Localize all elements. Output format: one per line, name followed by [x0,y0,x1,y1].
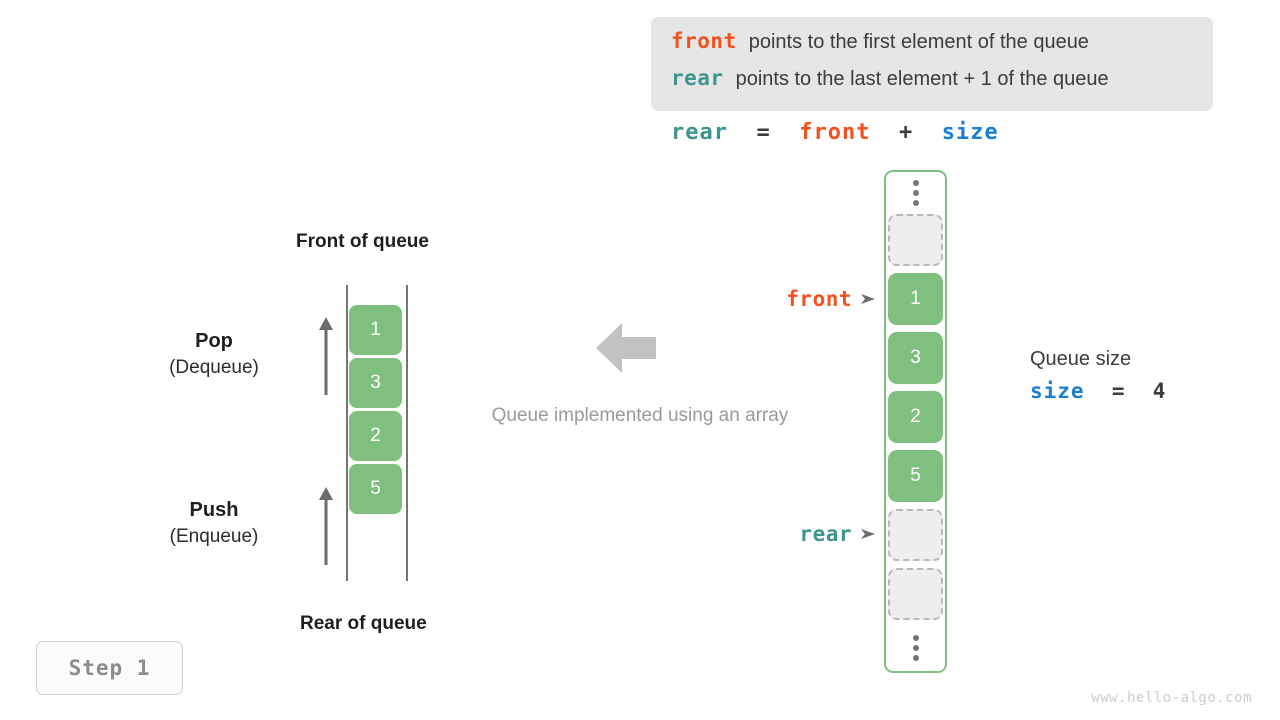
array-slot: 1 [888,273,943,325]
pointer-arrow-right-icon [861,294,875,304]
diagram-caption: Queue implemented using an array [491,405,789,426]
watermark: www.hello-algo.com [1091,690,1252,706]
array-slot [888,214,943,266]
formula-size-term: size [941,120,999,145]
size-variable: size [1030,379,1085,403]
queue-cell: 1 [349,305,402,355]
pop-label-main: Pop [195,330,233,352]
push-label-main: Push [189,499,239,521]
front-pointer-label: front [786,287,852,311]
queue-size-title: Queue size [1030,348,1132,370]
formula-front-term: front [799,120,871,145]
rear-keyword: rear [671,66,724,90]
size-value: 4 [1152,379,1167,403]
formula-plus: + [870,120,942,145]
pop-arrow-up-icon [319,317,333,395]
ellipsis-top-icon [908,180,923,206]
pointer-arrow-right-icon [861,529,875,539]
queue-cell: 5 [349,464,402,514]
formula-equals: = [727,120,800,145]
ellipsis-bottom-icon [908,635,923,661]
front-pointer: front [755,287,875,311]
pop-label-sub: (Dequeue) [169,357,259,378]
array-slot: 2 [888,391,943,443]
rear-pointer-label: rear [799,522,852,546]
rear-description: points to the last element + 1 of the qu… [735,68,1109,90]
array-container [884,170,947,673]
array-slot: 3 [888,332,943,384]
size-equals: = [1084,379,1153,403]
push-arrow-up-icon [319,487,333,565]
rear-of-queue-label: Rear of queue [300,613,427,634]
pop-operation-label: Pop (Dequeue) [134,328,294,382]
front-keyword: front [671,29,737,53]
rear-formula: rear = front + size [671,120,999,145]
rear-pointer: rear [755,522,875,546]
push-label-sub: (Enqueue) [169,526,259,547]
definition-line-rear: rear points to the last element + 1 of t… [671,66,1197,103]
queue-cell: 2 [349,411,402,461]
queue-guide-line-right [406,285,408,581]
array-slot: 5 [888,450,943,502]
step-badge: Step 1 [36,641,183,695]
queue-size-expression: size = 4 [1030,374,1166,408]
front-description: points to the first element of the queue [748,31,1089,53]
definition-line-front: front points to the first element of the… [671,29,1197,66]
left-arrow-icon [596,323,656,373]
push-operation-label: Push (Enqueue) [134,497,294,551]
queue-cell: 3 [349,358,402,408]
formula-lhs: rear [671,120,728,145]
definition-box: front points to the first element of the… [651,17,1213,111]
queue-guide-line-left [346,285,348,581]
queue-size-block: Queue size size = 4 [1030,344,1166,408]
front-of-queue-label: Front of queue [296,231,429,252]
array-slot [888,568,943,620]
array-slot [888,509,943,561]
